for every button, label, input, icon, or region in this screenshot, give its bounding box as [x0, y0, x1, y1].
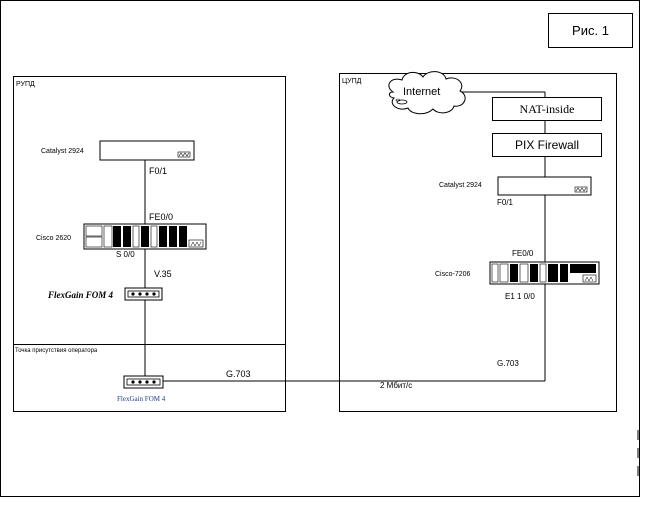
link-speed-label: 2 Мбит/с	[380, 381, 413, 390]
right-router-label: Cisco-7206	[435, 271, 471, 278]
right-router-icon	[489, 261, 600, 285]
right-zone-title: ЦУПД	[342, 78, 362, 85]
left-router-label: Cisco 2620	[36, 235, 72, 242]
left-subzone	[13, 344, 286, 412]
figure-caption: Рис. 1	[548, 13, 633, 48]
pix-firewall-label: PIX Firewall	[514, 138, 579, 152]
pix-firewall-box: PIX Firewall	[492, 133, 602, 157]
left-catalyst-switch-icon	[99, 140, 195, 161]
right-zone	[339, 73, 617, 412]
left-switch-port-label: F0/1	[149, 166, 168, 176]
left-modem-bottom-label: FlexGain FOM 4	[117, 395, 166, 403]
right-router-e1-label: E1 1 0/0	[505, 292, 535, 301]
internet-cloud-icon	[388, 71, 466, 115]
left-modem-top-label: FlexGain FOM 4	[48, 290, 114, 300]
right-g703-label: G.703	[497, 359, 519, 368]
internet-cloud-label: Internet	[403, 86, 441, 98]
left-router-serial-label: S 0/0	[116, 250, 135, 259]
figure-frame	[0, 0, 640, 497]
figure-caption-text: Рис. 1	[572, 23, 609, 38]
right-switch-port-label: F0/1	[497, 198, 514, 207]
left-zone-title: РУПД	[16, 81, 35, 88]
left-router-icon	[83, 223, 207, 250]
left-v35-label: V.35	[154, 269, 172, 279]
nat-inside-box: NAT-inside	[492, 97, 602, 121]
right-router-fe-label: FE0/0	[512, 249, 534, 258]
nat-inside-label: NAT-inside	[519, 101, 575, 116]
left-subzone-title: Точка присутствия оператора	[15, 348, 98, 354]
left-g703-label: G.703	[226, 369, 251, 379]
flexgain-modem-bottom-icon	[123, 375, 164, 389]
right-switch-label: Catalyst 2924	[439, 182, 482, 189]
flexgain-modem-top-icon	[124, 287, 163, 301]
left-router-fe-label: FE0/0	[149, 212, 174, 222]
right-catalyst-switch-icon	[497, 176, 592, 196]
left-switch-label: Catalyst 2924	[41, 148, 84, 155]
